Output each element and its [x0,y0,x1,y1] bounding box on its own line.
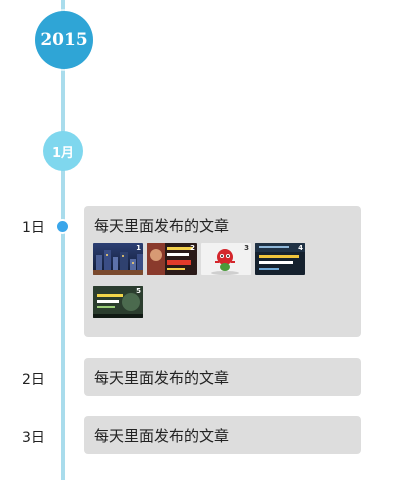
thumbnail-badge: 2 [190,244,195,252]
red-mascot-thumbnail-art [201,243,251,275]
month-bubble[interactable]: 1月 [43,131,83,171]
timeline-node-dot [55,219,70,234]
tech-banner-image[interactable]: 4 [255,243,305,275]
timeline-line [61,0,65,480]
green-poster-thumbnail-art [93,286,143,318]
promo-poster-thumbnail-art [147,243,197,275]
day-label-1: 1日 [22,220,45,236]
year-bubble[interactable]: 2015 [35,11,93,69]
thumbnail-badge: 4 [298,244,303,252]
day-label-2: 2日 [22,372,45,388]
city-night-thumbnail-art [93,243,143,275]
entry-card-day-1[interactable]: 每天里面发布的文章 [84,206,361,337]
entry-card-day-2[interactable]: 每天里面发布的文章 [84,358,361,396]
red-mascot-image[interactable]: 3 [201,243,251,275]
thumbnail-badge: 5 [136,287,141,295]
entry-title[interactable]: 每天里面发布的文章 [94,427,230,445]
city-night-image[interactable]: 1 [93,243,143,275]
green-poster-image[interactable]: 5 [93,286,143,318]
thumbnail-badge: 3 [244,244,249,252]
entry-card-day-3[interactable]: 每天里面发布的文章 [84,416,361,454]
year-label: 2015 [40,30,88,50]
promo-poster-image[interactable]: 2 [147,243,197,275]
entry-title[interactable]: 每天里面发布的文章 [94,217,230,235]
entry-title[interactable]: 每天里面发布的文章 [94,369,230,387]
tech-banner-thumbnail-art [255,243,305,275]
day-label-3: 3日 [22,430,45,446]
month-label: 1月 [51,145,75,161]
thumbnail-badge: 1 [136,244,141,252]
